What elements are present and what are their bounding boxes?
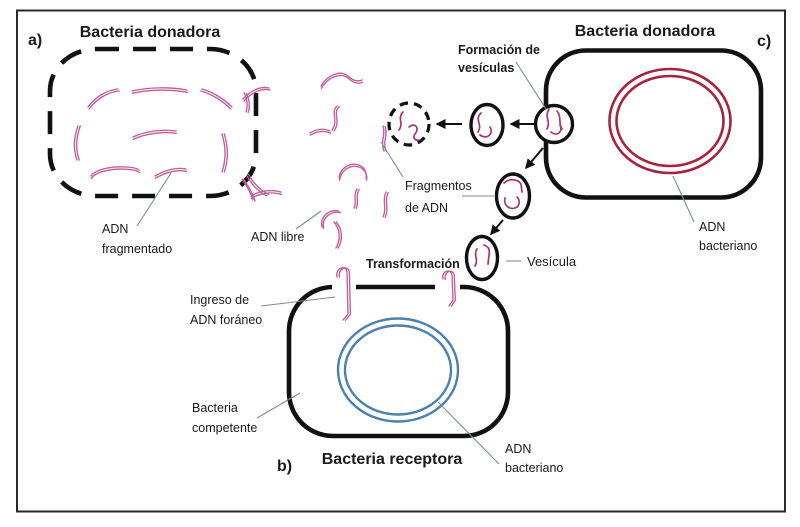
figure-frame [16,9,786,513]
vesicle-3 [464,234,500,282]
panel-c-title: Bacteria donadora [575,23,716,40]
adn-bacteriano-recipient-line2: bacteriano [505,461,563,475]
adn-bacteriano-donor-line1: ADN [699,220,725,234]
panel-b-label: b) [277,458,292,475]
pointer-adn-fragmentado [136,172,172,227]
wall-gap-right [435,282,460,292]
panel-a-title: Bacteria donadora [80,24,221,41]
panel-c-label: c) [757,33,771,50]
vesicle-1 [469,102,505,148]
pointer-adn-bacteriano-donor [672,175,695,223]
donor-chromosome [608,67,732,175]
fragmentos-adn-line1: Fragmentos [405,179,472,193]
pointer-fragmentos-up [380,141,404,178]
recipient-cell-outline [286,284,511,439]
pointer-adn-bacteriano-recipient [437,401,500,465]
cell-outlines [47,46,764,439]
vesicle-dna [398,108,563,267]
pointer-lines [136,61,695,465]
pointer-formacion-vesiculas [515,61,547,110]
panel-b-title: Bacteria receptora [322,451,463,468]
pointer-adn-libre [295,210,322,230]
pointer-ingreso [260,296,336,307]
ingreso-line1: Ingreso de [190,293,249,307]
vesicle-2 [494,172,532,220]
adn-fragmentado-line1: ADN [102,222,128,236]
transformacion-label: Transformación [366,257,460,271]
arrow-vesicle2-to-vesicle3 [490,219,504,236]
arrow-bud-to-vesicle2 [525,147,544,170]
panel-a-label: a) [28,32,42,49]
recipient-chromosome [336,317,460,423]
ingreso-line2: ADN foráneo [190,313,262,327]
formacion-vesiculas-line1: Formación de [458,43,540,57]
vesicula-label: Vesícula [527,254,577,269]
adn-bacteriano-donor-line2: bacteriano [699,239,757,253]
formacion-vesiculas-line2: vesículas [458,61,514,75]
vesicle-opening-dashed [387,101,431,147]
competente-line2: competente [192,421,257,435]
wall-gap-left [332,282,356,292]
flow-arrows [435,119,544,236]
adn-fragmentado-line2: fragmentado [102,242,172,256]
fragmentos-adn-line2: de ADN [405,201,448,215]
adn-bacteriano-recipient-line1: ADN [505,442,531,456]
donor-cell-a-outline [47,46,259,199]
adn-libre-label: ADN libre [251,230,305,244]
budding-vesicle [533,103,575,145]
competente-line1: Bacteria [192,401,238,415]
pointer-competente [256,392,301,419]
